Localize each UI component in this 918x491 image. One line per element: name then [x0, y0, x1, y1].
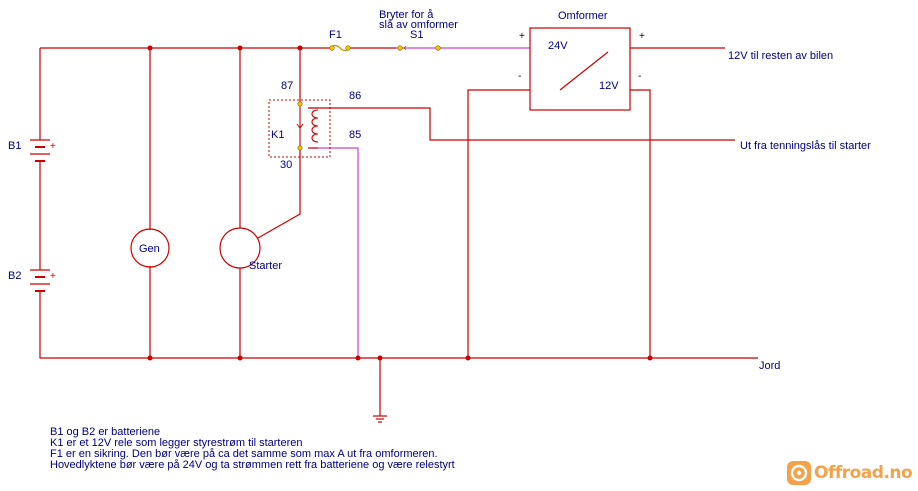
logo-icon: [787, 461, 811, 485]
switch-s1: [397, 45, 441, 51]
battery-b1: [30, 139, 50, 162]
relay-pin-85: 85: [349, 129, 361, 141]
ground-symbol: [373, 415, 387, 423]
starter-label: Starter: [249, 260, 282, 272]
battery-b1-label: B1: [8, 140, 21, 152]
relay-label: K1: [271, 129, 284, 141]
battery-b2-plus: +: [50, 271, 56, 282]
output-12v-label: 12V til resten av bilen: [728, 50, 833, 62]
wires: [39, 47, 758, 416]
battery-b1-plus: +: [50, 141, 56, 152]
converter-in-plus: +: [519, 31, 525, 42]
logo-text: Offroad.no: [814, 463, 913, 483]
starter-symbol: [219, 227, 261, 269]
converter-out-minus: -: [638, 71, 641, 82]
switch-label: S1: [410, 29, 423, 41]
battery-b2: [30, 269, 50, 292]
converter-title: Omformer: [558, 10, 608, 22]
switch-description-line1: Bryter for å: [379, 9, 434, 21]
converter-input-label: 24V: [548, 40, 568, 52]
converter-in-minus: -: [518, 71, 521, 82]
converter-box: [529, 27, 631, 111]
relay-pin-87: 87: [281, 80, 293, 92]
fuse-label: F1: [329, 29, 342, 41]
relay-pin-30: 30: [280, 159, 292, 171]
converter-output-label: 12V: [599, 80, 619, 92]
generator-label: Gen: [139, 243, 160, 255]
ground-label: Jord: [759, 360, 780, 372]
converter-out-plus: +: [639, 31, 645, 42]
junction-dots: [147, 45, 653, 361]
generator-symbol: [130, 228, 170, 268]
relay-k1: [268, 99, 331, 158]
note-line: K1 er et 12V rele som legger styrestrøm …: [50, 437, 303, 449]
ignition-label: Ut fra tenningslås til starter: [740, 140, 871, 152]
relay-pin-86: 86: [349, 90, 361, 102]
switch-description-line2: slå av omformer: [379, 19, 458, 31]
note-line: F1 er en sikring. Den bør være på ca det…: [50, 448, 438, 460]
battery-b2-label: B2: [8, 270, 21, 282]
notes-block: B1 og B2 er batteriene K1 er et 12V rele…: [50, 427, 455, 471]
note-line: B1 og B2 er batteriene: [50, 426, 161, 438]
offroad-logo: Offroad.no: [786, 460, 914, 486]
note-line: Hovedlyktene bør være på 24V og ta strøm…: [50, 459, 455, 471]
fuse-f1: [329, 44, 351, 52]
